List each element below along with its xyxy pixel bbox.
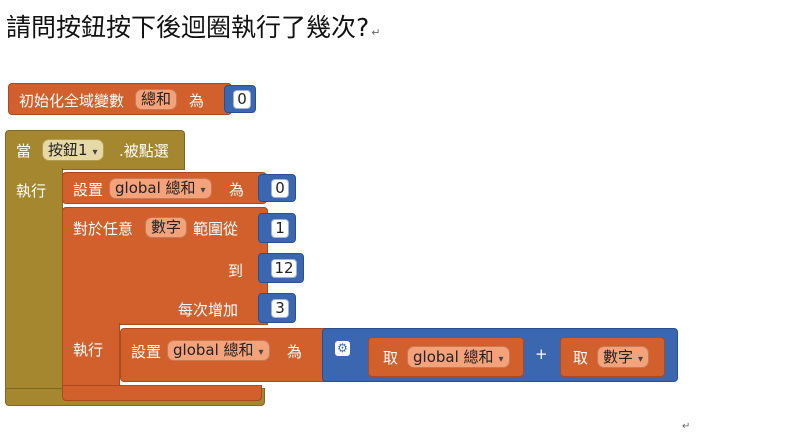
question-text: 請問按鈕按下後迴圈執行了幾次?↵ — [6, 8, 381, 44]
range-to-number-block[interactable]: 12 — [258, 253, 304, 283]
gear-icon[interactable]: ⚙ — [335, 341, 350, 356]
set-label-2: 設置 — [131, 343, 162, 361]
plus-operator-label: + — [535, 345, 548, 363]
init-global-variable-block[interactable]: 初始化全域變數 總和 為 — [8, 83, 232, 115]
chevron-down-icon: ▾ — [638, 354, 644, 365]
for-var-name-field[interactable]: 數字 — [145, 217, 188, 238]
question-label: 請問按鈕按下後迴圈執行了幾次? — [6, 13, 370, 42]
get-number-dropdown[interactable]: 數字 ▾ — [597, 346, 650, 368]
paragraph-mark: ↵ — [682, 421, 691, 432]
range-step-field[interactable]: 3 — [271, 299, 289, 318]
set-number-block-1[interactable]: 0 — [258, 174, 296, 202]
chevron-down-icon: ▾ — [92, 147, 98, 158]
set-label-1: 設置 — [73, 181, 104, 199]
init-var-name-field[interactable]: 總和 — [135, 89, 178, 110]
set-sum-block-2[interactable]: 設置 global 總和 ▾ 為 — [120, 328, 330, 382]
event-name-label: .被點選 — [119, 142, 169, 160]
event-block-spine — [5, 168, 63, 393]
range-step-number-block[interactable]: 3 — [258, 293, 296, 323]
component-dropdown[interactable]: 按鈕1 ▾ — [42, 139, 104, 161]
set-var-name-2: global 總和 — [173, 341, 254, 359]
paragraph-mark: ↵ — [371, 26, 381, 39]
init-number-field[interactable]: 0 — [233, 90, 251, 109]
range-from-label: 範圍從 — [193, 220, 239, 238]
get-sum-var-name: global 總和 — [413, 348, 494, 366]
init-label: 初始化全域變數 — [19, 92, 125, 110]
for-loop-spine — [62, 323, 120, 391]
set-sum-block-1[interactable]: 設置 global 總和 ▾ 為 — [62, 172, 267, 204]
chevron-down-icon: ▾ — [200, 185, 206, 196]
chevron-down-icon: ▾ — [498, 354, 504, 365]
set-number-field-1[interactable]: 0 — [271, 179, 289, 198]
set-var-name-1: global 總和 — [115, 179, 196, 197]
event-do-label: 執行 — [16, 182, 47, 200]
set-var-dropdown-1[interactable]: global 總和 ▾ — [109, 178, 212, 199]
range-from-number-block[interactable]: 1 — [258, 213, 296, 243]
range-step-label: 每次增加 — [178, 301, 239, 319]
for-range-loop-block[interactable]: 對於任意 數字 範圍從 到 每次增加 — [62, 207, 268, 325]
when-label: 當 — [16, 142, 32, 160]
range-to-label: 到 — [228, 262, 244, 280]
range-from-field[interactable]: 1 — [271, 219, 289, 238]
for-do-label: 執行 — [73, 341, 104, 359]
get-number-block[interactable]: 取 數字 ▾ — [560, 337, 665, 377]
chevron-down-icon: ▾ — [258, 347, 264, 358]
get-label-left: 取 — [383, 349, 399, 367]
init-number-block[interactable]: 0 — [224, 85, 256, 113]
for-label: 對於任意 — [73, 220, 134, 238]
get-number-var-name: 數字 — [603, 348, 634, 366]
component-name: 按鈕1 — [48, 141, 88, 159]
get-sum-block[interactable]: 取 global 總和 ▾ — [368, 337, 524, 377]
get-label-right: 取 — [573, 349, 589, 367]
range-to-field[interactable]: 12 — [271, 259, 297, 278]
set-to-label-2: 為 — [287, 343, 303, 361]
button-click-event-block[interactable]: 當 按鈕1 ▾ .被點選 — [5, 130, 185, 170]
set-var-dropdown-2[interactable]: global 總和 ▾ — [167, 340, 270, 361]
set-to-label-1: 為 — [229, 181, 245, 199]
get-sum-dropdown[interactable]: global 總和 ▾ — [407, 346, 510, 368]
init-to-label: 為 — [189, 92, 205, 110]
for-loop-footer — [62, 385, 262, 401]
